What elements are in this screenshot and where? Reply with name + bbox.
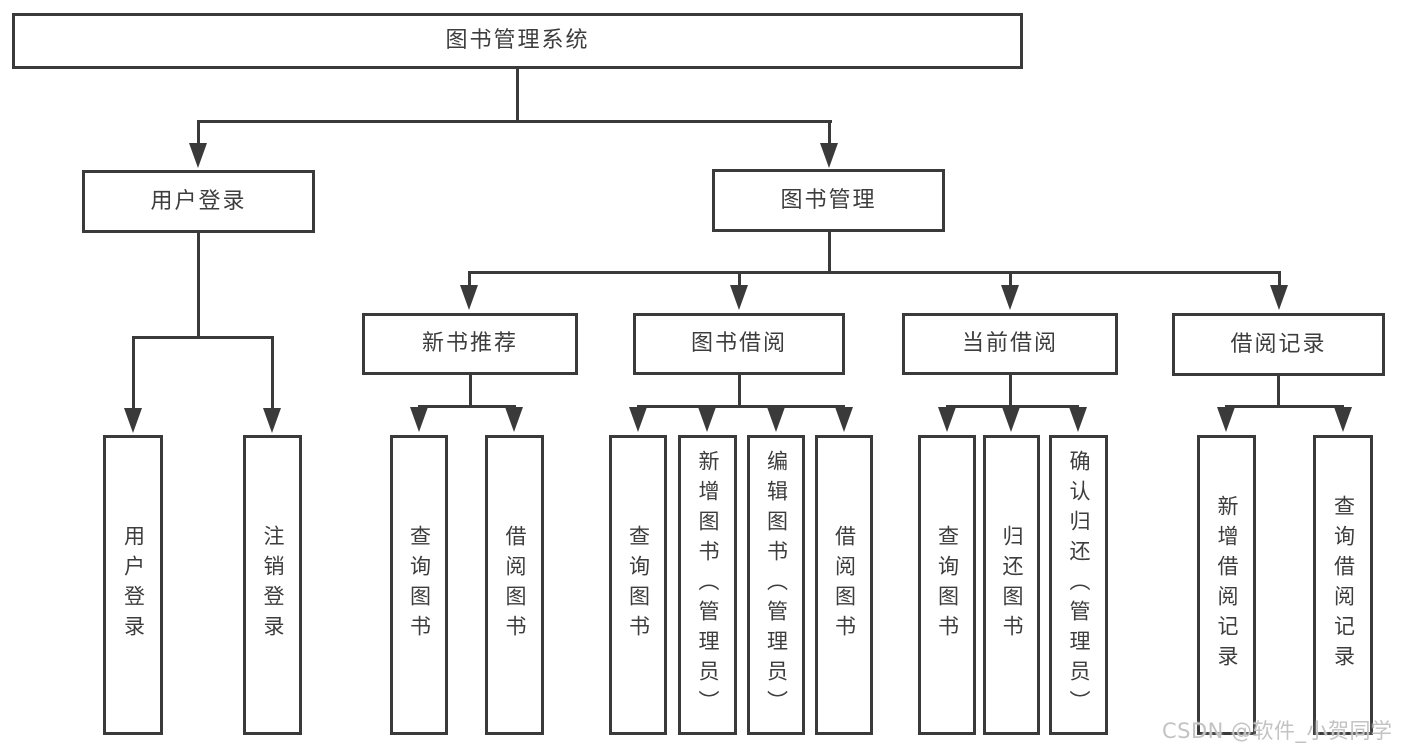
node-borrowing-records: 借阅记录 <box>1172 313 1385 376</box>
connector-newbook-hline <box>418 405 516 408</box>
connector-bookmgmt-hline <box>468 271 1281 274</box>
leaf-query-books-1: 查询图书 <box>390 435 448 735</box>
connector-userlogin-vline <box>197 232 200 339</box>
connector-bookmgmt-vline <box>828 231 831 274</box>
connector-bookmgmt-stem-3 <box>1009 271 1012 288</box>
connector-currentborrow-vline <box>1009 374 1012 408</box>
connector-root-stem-right <box>828 120 831 147</box>
node-current-borrowing: 当前借阅 <box>902 313 1118 375</box>
leaf-query-books-2: 查询图书 <box>609 435 667 735</box>
connector-bookmgmt-stem-2 <box>738 271 741 288</box>
leaf-add-borrow-record: 新增借阅记录 <box>1197 435 1256 735</box>
node-user-login: 用户登录 <box>82 170 315 233</box>
connector-bookborrow-vline <box>738 374 741 408</box>
arrowhead-down-icon <box>1217 407 1235 432</box>
leaf-label: 查询图书 <box>407 525 432 645</box>
leaf-borrow-books-1: 借阅图书 <box>485 435 544 735</box>
connector-newbook-vline <box>469 374 472 408</box>
leaf-label: 归还图书 <box>1000 525 1024 645</box>
leaf-edit-books-admin: 编辑图书（管理员） <box>747 435 805 735</box>
leaf-label: 借阅图书 <box>832 525 857 645</box>
leaf-query-borrow-record: 查询借阅记录 <box>1313 435 1373 735</box>
leaf-label: 查询借阅记录 <box>1331 495 1356 675</box>
arrowhead-down-icon <box>189 143 207 168</box>
arrowhead-down-icon <box>820 143 838 168</box>
leaf-return-books: 归还图书 <box>983 435 1040 735</box>
leaf-logout: 注销登录 <box>243 435 302 735</box>
connector-userlogin-hline <box>132 336 274 339</box>
arrowhead-down-icon <box>698 407 716 432</box>
connector-bookborrow-hline <box>637 405 845 408</box>
connector-root-vline <box>516 68 519 123</box>
connector-root-hline <box>197 120 832 123</box>
arrowhead-down-icon <box>1270 285 1288 310</box>
leaf-label: 查询图书 <box>935 525 960 645</box>
arrowhead-down-icon <box>1001 285 1019 310</box>
connector-root-stem-left <box>197 120 200 147</box>
connector-bookmgmt-stem-1 <box>468 271 471 288</box>
arrowhead-down-icon <box>505 407 523 432</box>
leaf-label: 新增图书（管理员） <box>696 450 720 720</box>
leaf-add-books-admin: 新增图书（管理员） <box>678 435 737 735</box>
leaf-label: 查询图书 <box>626 525 651 645</box>
leaf-borrow-books-2: 借阅图书 <box>815 435 873 735</box>
node-book-borrowing: 图书借阅 <box>633 313 845 375</box>
arrowhead-down-icon <box>124 408 142 433</box>
arrowhead-down-icon <box>938 407 956 432</box>
connector-borrowrecords-vline <box>1277 375 1280 408</box>
leaf-label: 用户登录 <box>121 525 146 645</box>
arrowhead-down-icon <box>460 285 478 310</box>
node-library-management-system: 图书管理系统 <box>12 13 1023 69</box>
leaf-user-login: 用户登录 <box>103 435 163 735</box>
arrowhead-down-icon <box>1069 407 1087 432</box>
leaf-confirm-return-admin: 确认归还（管理员） <box>1049 435 1108 735</box>
arrowhead-down-icon <box>767 407 785 432</box>
leaf-label: 注销登录 <box>261 525 285 645</box>
leaf-label: 编辑图书（管理员） <box>764 450 789 720</box>
connector-bookmgmt-stem-4 <box>1278 271 1281 288</box>
arrowhead-down-icon <box>1334 407 1352 432</box>
arrowhead-down-icon <box>730 285 748 310</box>
connector-borrowrecords-hline <box>1225 405 1344 408</box>
node-book-management: 图书管理 <box>712 169 945 232</box>
connector-userlogin-stem-left <box>132 336 135 410</box>
leaf-query-books-3: 查询图书 <box>918 435 976 735</box>
arrowhead-down-icon <box>1002 407 1020 432</box>
arrowhead-down-icon <box>410 407 428 432</box>
leaf-label: 借阅图书 <box>503 525 527 645</box>
arrowhead-down-icon <box>835 407 853 432</box>
arrowhead-down-icon <box>263 408 281 433</box>
leaf-label: 确认归还（管理员） <box>1067 450 1091 720</box>
connector-userlogin-stem-right <box>271 336 274 410</box>
node-new-book-recommend: 新书推荐 <box>362 313 578 375</box>
connector-currentborrow-hline <box>946 405 1079 408</box>
leaf-label: 新增借阅记录 <box>1215 495 1239 675</box>
arrowhead-down-icon <box>629 407 647 432</box>
csdn-watermark: CSDN @软件_小贺同学 <box>1162 719 1393 743</box>
